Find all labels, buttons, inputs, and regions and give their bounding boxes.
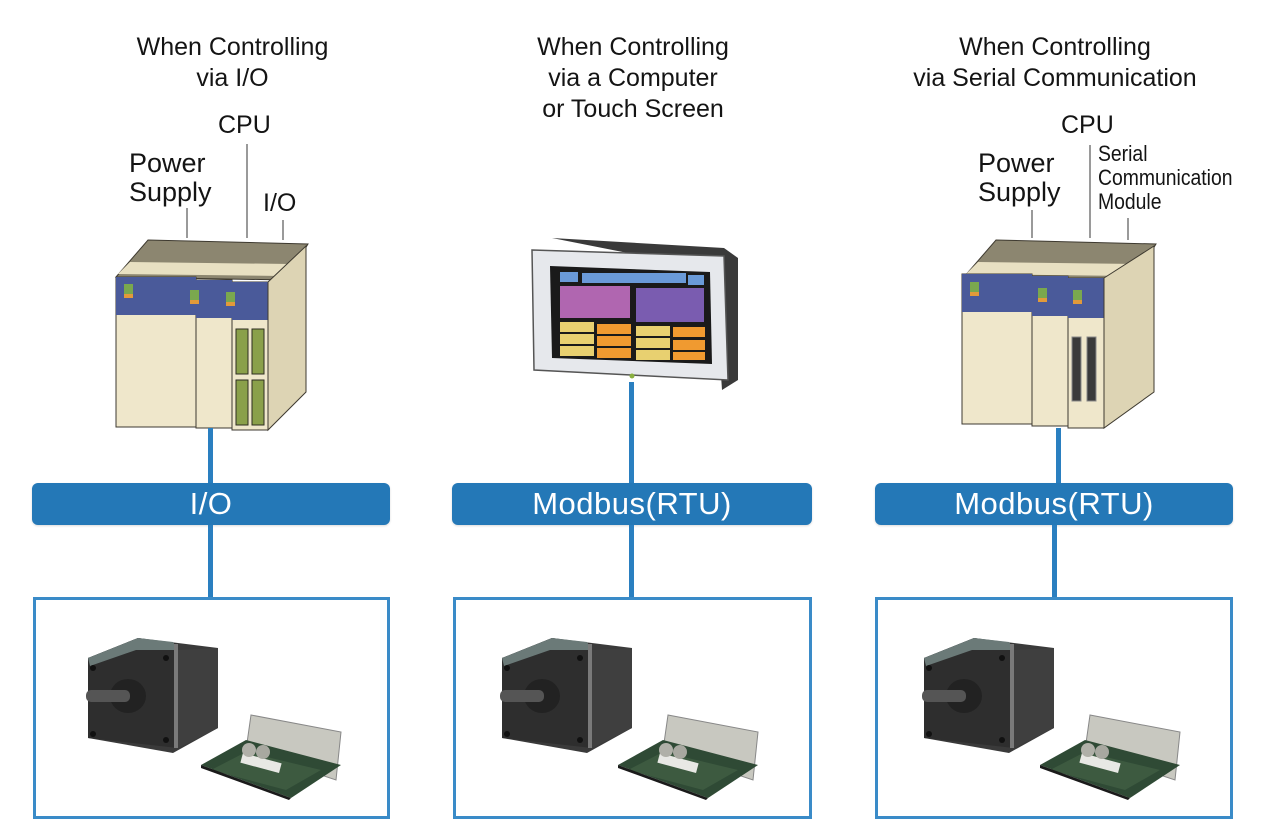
stepper-motor-icon	[500, 638, 632, 753]
stepper-motor-icon	[86, 638, 218, 753]
connection-bar-modbus: Modbus(RTU)	[452, 483, 812, 525]
label-power-supply: Power Supply	[129, 148, 212, 207]
leader-line-power	[1031, 210, 1033, 238]
leader-line-power	[186, 208, 188, 238]
column-title-serial: When Controlling via Serial Communicatio…	[913, 33, 1197, 92]
product-box	[453, 597, 812, 819]
connector-line-upper	[208, 428, 213, 484]
column-title-io: When Controlling via I/O	[136, 33, 329, 92]
product-box	[33, 597, 390, 819]
connection-bar-modbus: Modbus(RTU)	[875, 483, 1233, 525]
plc-icon	[961, 239, 1157, 429]
connector-line-lower	[208, 525, 213, 599]
connector-line-lower	[629, 525, 634, 599]
label-power-supply: Power Supply	[978, 148, 1061, 207]
stepper-motor-icon	[922, 638, 1054, 753]
plc-icon	[114, 239, 309, 432]
connection-bar-io: I/O	[32, 483, 390, 525]
connector-line-upper	[1056, 428, 1061, 484]
touch-screen-icon	[531, 238, 738, 390]
product-box	[875, 597, 1233, 819]
leader-line-cpu	[246, 144, 248, 238]
label-cpu: CPU	[218, 111, 271, 139]
label-io-module: I/O	[263, 189, 297, 217]
label-serial-communication-module: Serial Communication Module	[1098, 141, 1233, 214]
label-cpu: CPU	[1061, 111, 1114, 139]
leader-line-serial-module	[1127, 218, 1129, 240]
driver-board-icon	[618, 714, 759, 800]
leader-line-cpu	[1089, 145, 1091, 238]
column-title-computer: When Controlling via a Computer or Touch…	[537, 33, 729, 123]
leader-line-io	[282, 220, 284, 240]
connector-line-lower	[1052, 525, 1057, 599]
driver-board-icon	[201, 714, 342, 800]
connector-line-upper	[629, 382, 634, 484]
driver-board-icon	[1040, 714, 1181, 800]
